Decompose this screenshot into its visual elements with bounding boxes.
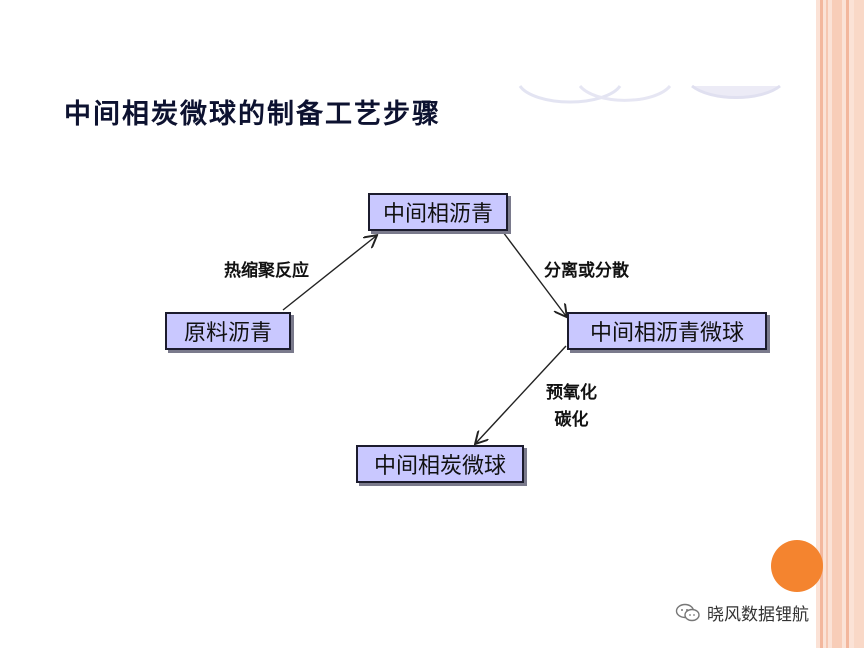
wechat-icon <box>675 603 700 621</box>
edge-label-separation: 分离或分散 <box>544 261 629 281</box>
decorative-orange-dot <box>771 540 823 592</box>
node-carbon-microspheres: 中间相炭微球 <box>356 445 524 483</box>
edge-label-preoxidation: 预氧化 <box>546 383 597 403</box>
slide-title: 中间相炭微球的制备工艺步骤 <box>64 99 441 130</box>
edge-label-preoxidation-carbonization: 预氧化 碳化 <box>546 380 597 434</box>
arrow-micro-to-carbon <box>476 345 567 443</box>
arrow-raw-to-mesophase <box>282 236 376 311</box>
arrow-mesophase-to-micro <box>502 231 566 316</box>
watermark: 晓风数据锂航 <box>675 600 809 625</box>
watermark-text: 晓风数据锂航 <box>707 605 809 625</box>
decorative-stripes <box>816 0 864 648</box>
edge-label-thermal-polycondensation: 热缩聚反应 <box>224 261 309 281</box>
edge-label-carbonization: 碳化 <box>554 410 589 430</box>
decorative-arcs <box>518 84 781 104</box>
node-raw-pitch: 原料沥青 <box>165 312 291 350</box>
node-mesophase-microspheres: 中间相沥青微球 <box>567 312 767 350</box>
node-mesophase-pitch: 中间相沥青 <box>368 193 508 231</box>
